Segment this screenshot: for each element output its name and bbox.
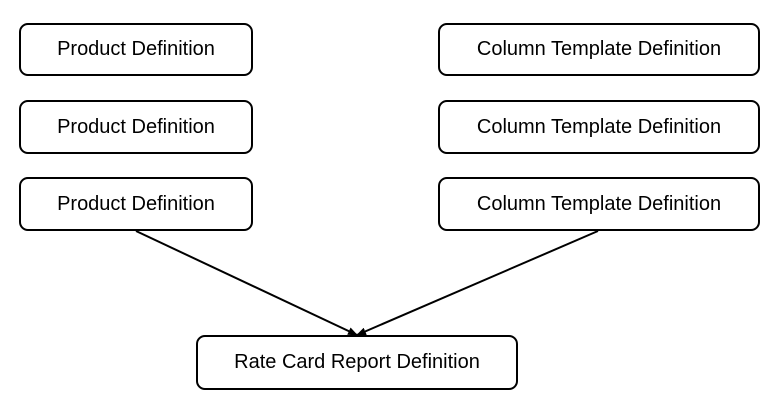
product-definition-box-2: Product Definition	[19, 100, 253, 154]
product-definition-label-3: Product Definition	[57, 192, 215, 215]
product-definition-box-3: Product Definition	[19, 177, 253, 231]
column-template-definition-box-3: Column Template Definition	[438, 177, 760, 231]
column-template-definition-label-2: Column Template Definition	[476, 115, 722, 138]
rate-card-report-definition-box: Rate Card Report Definition	[196, 335, 518, 390]
arrow-product-to-rate-card	[135, 230, 358, 336]
column-template-definition-box-2: Column Template Definition	[438, 100, 760, 154]
arrow-column-template-to-rate-card	[356, 230, 599, 336]
product-definition-box-1: Product Definition	[19, 23, 253, 76]
product-definition-label-2: Product Definition	[57, 115, 215, 138]
column-template-definition-label-1: Column Template Definition	[476, 38, 722, 60]
column-template-definition-label-3: Column Template Definition	[476, 192, 722, 215]
rate-card-report-definition-label: Rate Card Report Definition	[234, 351, 480, 373]
column-template-definition-box-1: Column Template Definition	[438, 23, 760, 76]
product-definition-label-1: Product Definition	[57, 38, 215, 60]
